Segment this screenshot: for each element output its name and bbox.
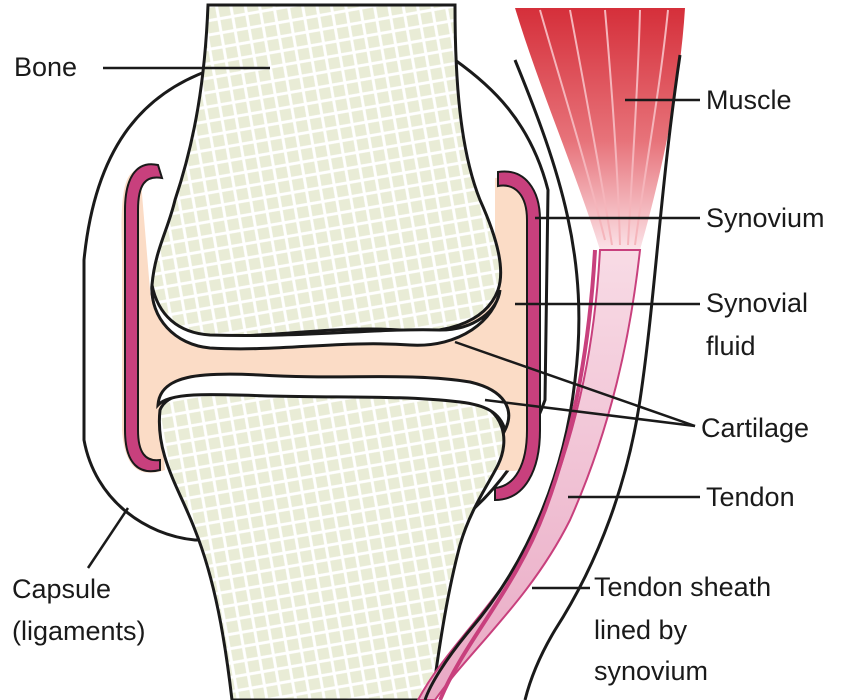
label-muscle: Muscle [706,83,792,117]
capsule-leader [88,508,128,568]
label-tendon-sheath-1: Tendon sheath [594,570,771,604]
label-synovial-fluid-1: Synovial [706,286,808,320]
label-cartilage: Cartilage [701,411,809,445]
label-synovium: Synovium [706,201,825,235]
label-tendon-sheath-2: lined by [594,613,687,647]
label-bone: Bone [14,50,77,84]
upper-bone [152,5,501,336]
label-capsule-2: (ligaments) [12,614,146,648]
label-capsule-1: Capsule [12,572,111,606]
label-tendon-sheath-3: synovium [594,654,708,688]
label-tendon: Tendon [706,480,795,514]
label-synovial-fluid-2: fluid [706,329,756,363]
